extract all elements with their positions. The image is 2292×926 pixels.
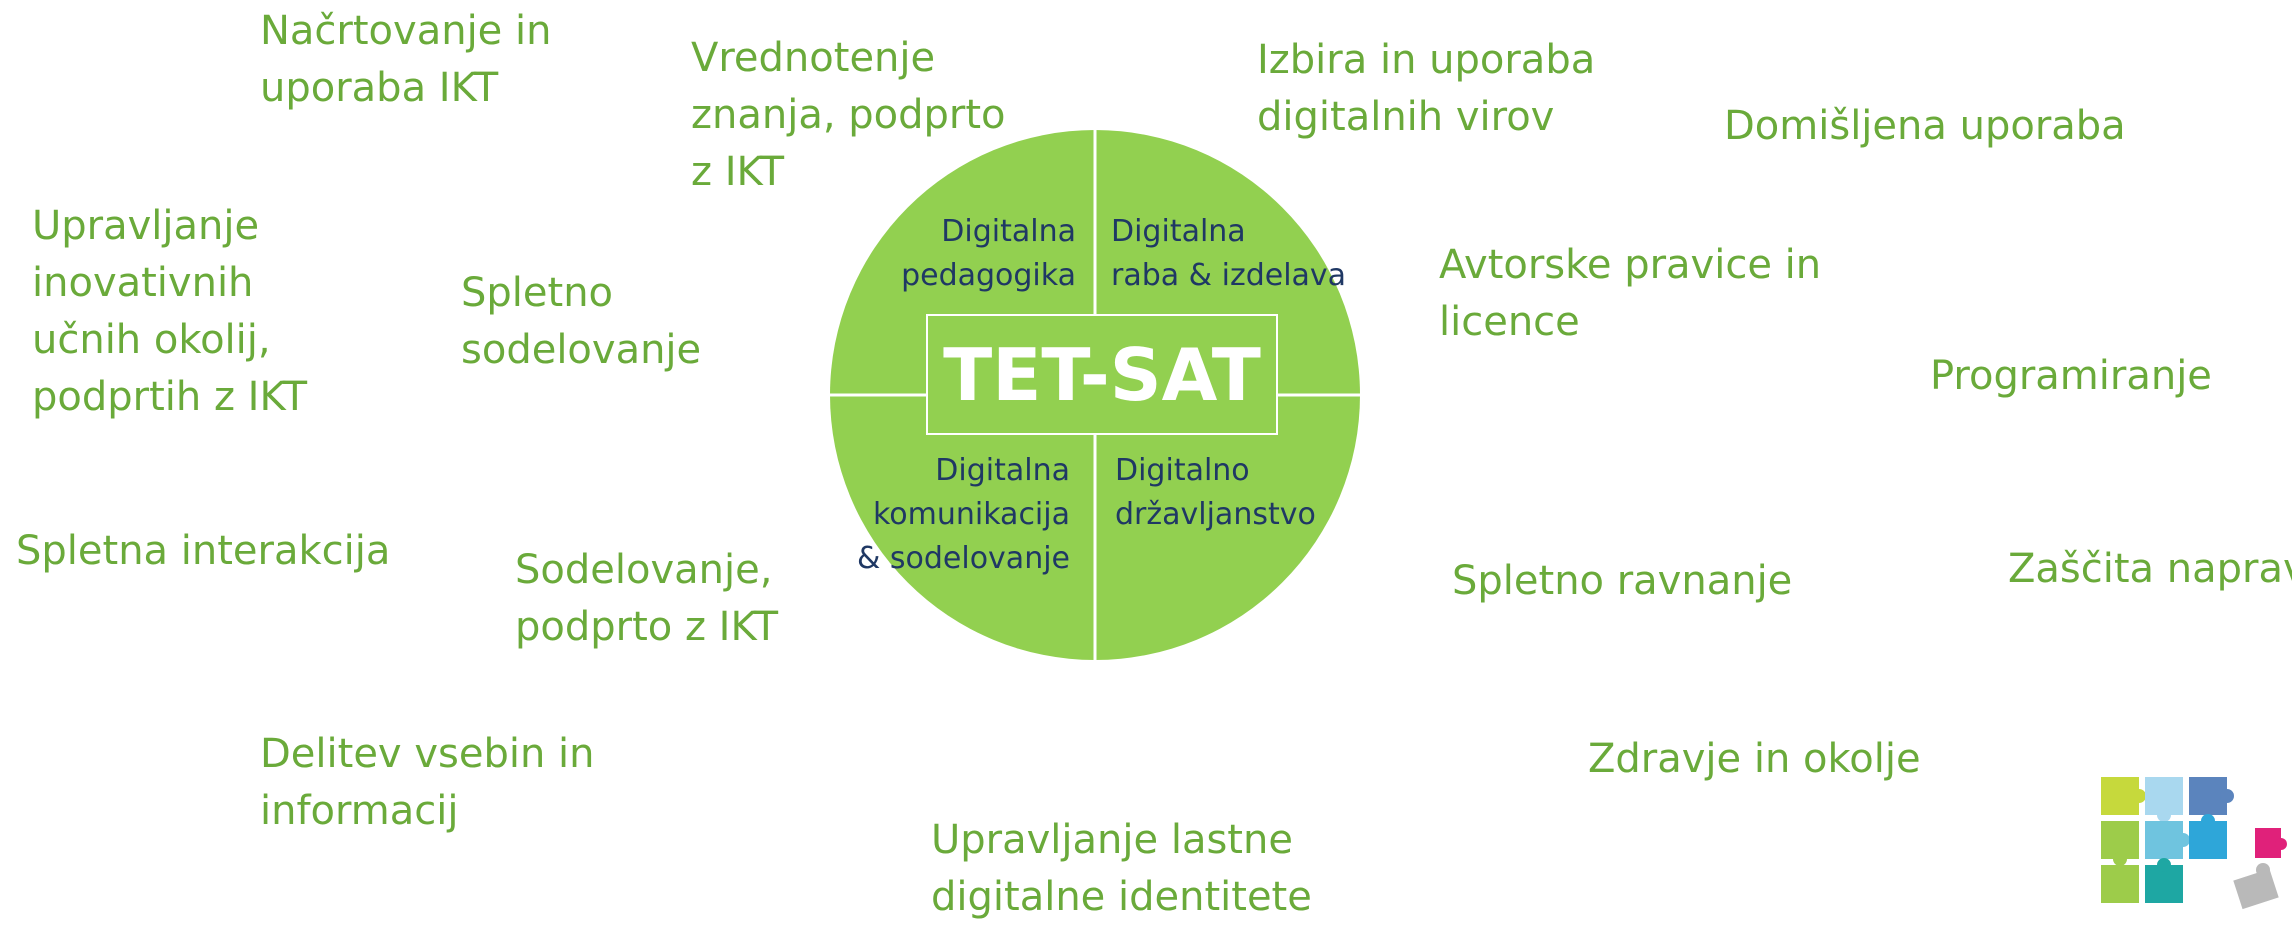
quadrant-raba: Digitalna raba & izdelava [1111,214,1347,293]
topic-sodelovanje-ikt: Sodelovanje, podprto z IKT [515,547,779,650]
topic-domisljena: Domišljena uporaba [1724,103,2126,149]
wheel-circle [830,130,1360,660]
topic-vrednotenje: Vrednotenje znanja, podprto z IKT [691,35,1006,195]
topic-zascita: Zaščita naprav [2008,546,2292,592]
quadrant-komunikacija: Digitalna komunikacija & sodelovanje [856,453,1070,576]
quadrant-pedagogika: Digitalna pedagogika [901,214,1076,293]
topic-delitev: Delitev vsebin in informacij [260,731,595,834]
topic-zdravje: Zdravje in okolje [1588,736,1921,782]
center-label: TET-SAT [943,332,1261,417]
quadrant-drzavljanstvo: Digitalno državljanstvo [1115,453,1316,532]
center-label-box: TET-SAT [926,314,1278,435]
topic-identiteta: Upravljanje lastne digitalne identitete [931,817,1312,920]
puzzle-logo-icon [2101,777,2287,910]
topic-spletna-interakcija: Spletna interakcija [16,528,391,574]
topic-upravljanje-okolij: Upravljanje inovativnih učnih okolij, po… [32,203,308,420]
topic-izbira: Izbira in uporaba digitalnih virov [1257,37,1596,140]
topic-avtorske: Avtorske pravice in licence [1439,242,1822,345]
topic-spletno-ravnanje: Spletno ravnanje [1452,558,1793,604]
topic-spletno-sodelovanje: Spletno sodelovanje [461,270,702,373]
topic-programiranje: Programiranje [1930,353,2212,399]
topic-nacrtovanje: Načrtovanje in uporaba IKT [260,8,552,111]
